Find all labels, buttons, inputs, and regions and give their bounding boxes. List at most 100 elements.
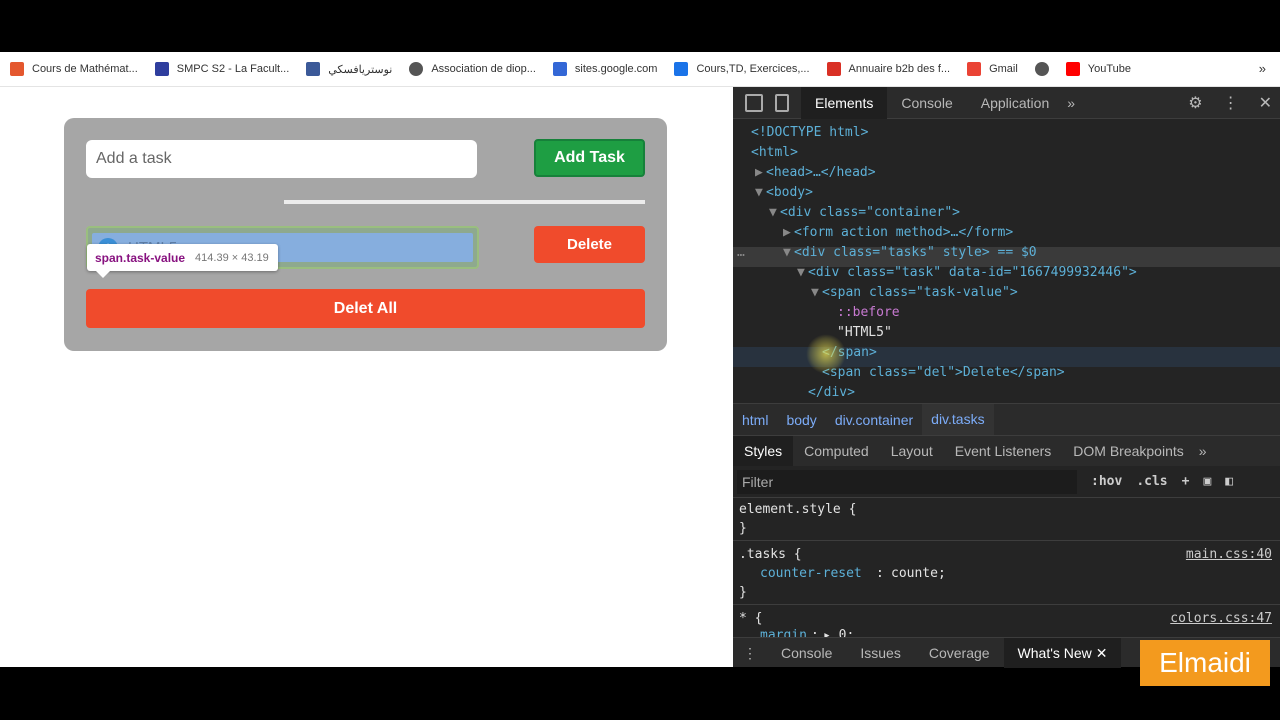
- rule-value[interactable]: counte;: [891, 566, 946, 581]
- google-sites-icon: [552, 62, 567, 76]
- dom-pseudo[interactable]: ::before: [837, 305, 900, 320]
- tab-computed[interactable]: Computed: [804, 443, 869, 459]
- rule-selector[interactable]: * {: [739, 611, 763, 626]
- tab-event-listeners[interactable]: Event Listeners: [954, 443, 1052, 459]
- gear-icon[interactable]: ⚙: [1188, 95, 1203, 112]
- collapse-arrow-icon[interactable]: ▼: [755, 185, 763, 200]
- task-input[interactable]: Add a task: [86, 140, 477, 178]
- bookmarks-more-button[interactable]: »: [1258, 61, 1266, 76]
- todo-container: Add a task Add Task 1 HTML5 Delete Delet…: [64, 118, 667, 351]
- breadcrumb-item[interactable]: body: [786, 411, 817, 428]
- bookmark-item[interactable]: Annuaire b2b des f...: [826, 62, 951, 76]
- collapse-arrow-icon[interactable]: ▼: [797, 265, 805, 280]
- drawer-tab-whats-new[interactable]: What's New ✕: [1003, 637, 1122, 668]
- tab-application[interactable]: Application: [980, 94, 1050, 111]
- sidebar-toggle-icon[interactable]: ◧: [1225, 474, 1234, 489]
- styles-filter-input[interactable]: Filter: [737, 469, 1077, 494]
- breadcrumb: html body div.container div.tasks: [733, 403, 1280, 436]
- dom-node[interactable]: </div>: [808, 385, 855, 400]
- bookmark-item[interactable]: Gmail: [967, 62, 1018, 76]
- dom-node[interactable]: <!DOCTYPE html>: [751, 125, 869, 140]
- inspect-tooltip: span.task-value 414.39 × 43.19: [87, 244, 278, 271]
- breadcrumb-item[interactable]: div.container: [834, 411, 914, 428]
- collapse-arrow-icon[interactable]: ▼: [769, 205, 777, 220]
- breadcrumb-item-active[interactable]: div.tasks: [922, 404, 994, 435]
- globe-icon: [409, 62, 424, 76]
- bookmark-label: Association de diop...: [431, 63, 536, 75]
- kebab-menu-icon[interactable]: ⋮: [1222, 95, 1239, 112]
- collapse-arrow-icon[interactable]: ▼: [811, 285, 819, 300]
- expand-arrow-icon[interactable]: ▶: [755, 165, 763, 180]
- dom-node[interactable]: <span class="task-value">: [822, 285, 1018, 300]
- rule-colon: :: [811, 628, 819, 638]
- tab-layout[interactable]: Layout: [890, 443, 933, 459]
- bookmark-label: SMPC S2 - La Facult...: [176, 63, 290, 75]
- cursor-highlight: [806, 334, 846, 374]
- dom-node[interactable]: <span class="del">Delete</span>: [822, 365, 1065, 380]
- tab-console[interactable]: Console: [901, 94, 953, 111]
- dom-node[interactable]: <html>: [751, 145, 798, 160]
- paint-icon[interactable]: ▣: [1203, 474, 1212, 489]
- drawer-tab-console[interactable]: Console: [781, 644, 833, 661]
- drawer-tab-issues[interactable]: Issues: [860, 644, 901, 661]
- breadcrumb-item[interactable]: html: [742, 411, 769, 428]
- inspect-element-icon[interactable]: [745, 93, 763, 112]
- rule-colon: :: [876, 566, 884, 581]
- rule-property[interactable]: margin: [760, 628, 807, 638]
- bookmark-item[interactable]: sites.google.com: [552, 62, 657, 76]
- ellipsis-icon[interactable]: …: [737, 245, 745, 260]
- cls-toggle[interactable]: .cls: [1136, 474, 1168, 489]
- rule-selector[interactable]: .tasks {: [739, 547, 802, 562]
- globe-icon: [1034, 62, 1049, 76]
- bookmark-label: Annuaire b2b des f...: [848, 63, 951, 75]
- expand-arrow-icon[interactable]: ▶: [783, 225, 791, 240]
- bookmark-item[interactable]: نوستريافسكي: [306, 62, 392, 76]
- delete-all-button[interactable]: Delet All: [86, 289, 645, 328]
- bookmark-favicon-icon: [10, 62, 24, 76]
- dom-tree: <!DOCTYPE html> <html> ▶ <head>…</head> …: [733, 119, 1280, 403]
- drawer-menu-icon[interactable]: ⋮: [743, 644, 757, 661]
- tooltip-arrow: [96, 271, 110, 278]
- gmail-icon: [967, 62, 982, 76]
- add-rule-icon[interactable]: +: [1181, 474, 1190, 489]
- rule-source-link[interactable]: colors.css:47: [1170, 611, 1272, 626]
- dom-node-selected[interactable]: <div class="tasks" style> == $0: [794, 245, 1037, 260]
- dom-node[interactable]: <div class="task" data-id="1667499932446…: [808, 265, 1137, 280]
- dom-node[interactable]: <body>: [766, 185, 813, 200]
- delete-button[interactable]: Delete: [534, 226, 645, 263]
- hov-toggle[interactable]: :hov: [1091, 474, 1123, 489]
- dom-node[interactable]: <div class="container">: [780, 205, 961, 220]
- bookmark-item[interactable]: [1034, 62, 1049, 76]
- bookmark-item[interactable]: YouTube: [1065, 62, 1131, 76]
- bookmark-item[interactable]: SMPC S2 - La Facult...: [154, 62, 290, 76]
- dom-text-node[interactable]: "HTML5": [837, 325, 892, 340]
- bookmark-item[interactable]: Cours de Mathémat...: [10, 62, 138, 76]
- add-task-button[interactable]: Add Task: [534, 139, 645, 177]
- more-tabs-icon[interactable]: »: [1198, 443, 1207, 459]
- bookmark-item[interactable]: Cours,TD, Exercices,...: [674, 62, 810, 76]
- rule-selector[interactable]: element.style {: [739, 502, 857, 517]
- bookmarks-bar: Cours de Mathémat... SMPC S2 - La Facult…: [0, 52, 1280, 87]
- collapse-arrow-icon[interactable]: ▼: [783, 245, 791, 260]
- watermark-logo: Elmaidi: [1140, 640, 1270, 686]
- tab-elements[interactable]: Elements: [801, 86, 888, 119]
- close-icon[interactable]: ✕: [1095, 644, 1108, 661]
- tab-styles[interactable]: Styles: [733, 436, 794, 466]
- dom-node[interactable]: <form action method>…</form>: [794, 225, 1014, 240]
- rule-divider: [733, 604, 1280, 605]
- page-content: Add a task Add Task 1 HTML5 Delete Delet…: [0, 87, 733, 667]
- rule-property[interactable]: counter-reset: [760, 566, 862, 581]
- styles-tabbar: Styles Computed Layout Event Listeners D…: [733, 436, 1280, 466]
- dom-node[interactable]: <head>…</head>: [766, 165, 876, 180]
- bookmark-item[interactable]: Association de diop...: [409, 62, 536, 76]
- more-tabs-icon[interactable]: »: [1067, 94, 1076, 111]
- rule-value[interactable]: ▸ 0;: [823, 628, 855, 638]
- rule-source-link[interactable]: main.css:40: [1185, 547, 1272, 562]
- styles-filter-row: Filter :hov .cls + ▣ ◧: [733, 466, 1280, 498]
- drawer-tab-coverage[interactable]: Coverage: [928, 644, 990, 661]
- close-icon[interactable]: ✕: [1258, 95, 1272, 112]
- device-toolbar-icon[interactable]: [775, 93, 789, 112]
- tab-dom-breakpoints[interactable]: DOM Breakpoints: [1073, 443, 1184, 459]
- browser-window: Cours de Mathémat... SMPC S2 - La Facult…: [0, 52, 1280, 668]
